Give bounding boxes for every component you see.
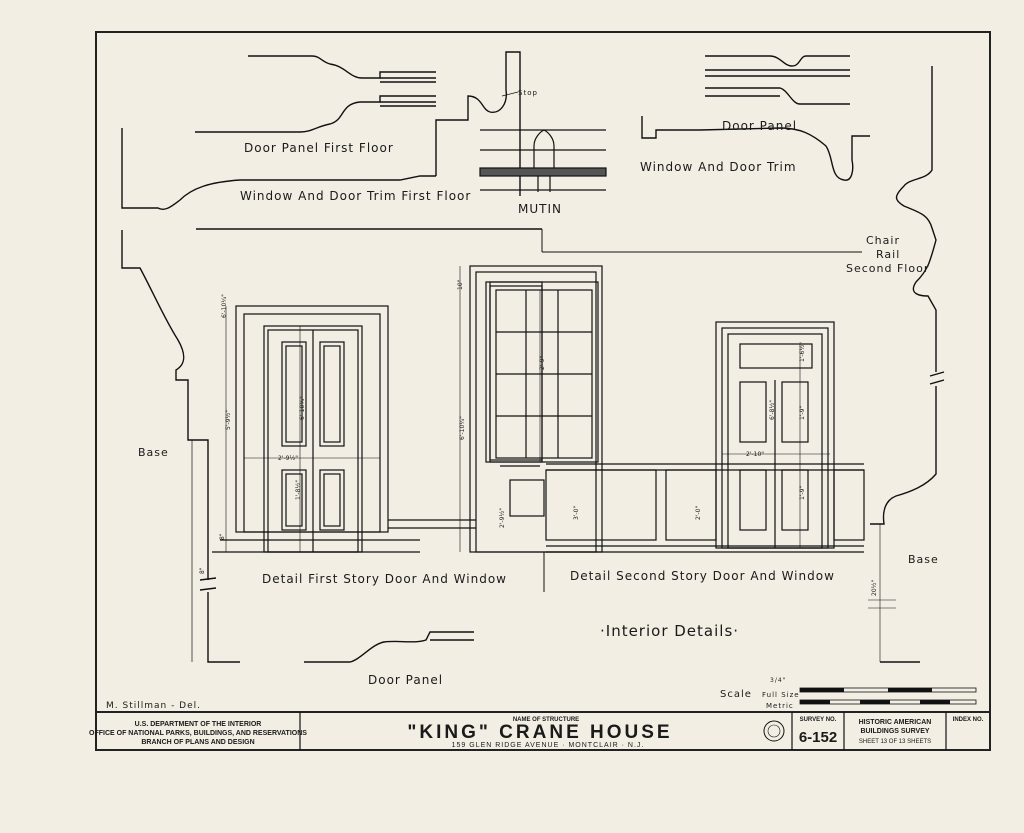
survey-no: 6-152 xyxy=(799,729,837,746)
label-base-left: Base xyxy=(138,446,169,459)
dim-text: 2'-9" xyxy=(539,356,546,370)
dim-text: 6'-10¼" xyxy=(221,294,228,318)
label-scale-fraction: 3/4" xyxy=(770,677,786,684)
label-second-floor: Second Floor xyxy=(846,262,929,275)
label-door-panel-lower: Door Panel xyxy=(368,673,443,687)
dim-text: 2'-9½" xyxy=(499,508,506,528)
dim-text: 2'-9½" xyxy=(278,455,298,462)
structure-address: 159 GLEN RIDGE AVENUE · MONTCLAIR · N.J. xyxy=(452,742,645,749)
agency-line-2: OFFICE OF NATIONAL PARKS, BUILDINGS, AND… xyxy=(89,730,307,737)
label-door-panel-first-floor: Door Panel First Floor xyxy=(244,141,394,155)
second-story-door-elevation xyxy=(715,321,835,549)
second-story-wainscot xyxy=(545,463,865,553)
habs-line-1: HISTORIC AMERICAN xyxy=(859,719,932,726)
label-interior-details: ·Interior Details· xyxy=(600,622,739,640)
label-chair: Chair xyxy=(866,234,900,247)
chair-rail-profile xyxy=(870,66,945,525)
dim-text: 1'-9" xyxy=(799,406,806,420)
label-scale-fullsize: Full Size xyxy=(762,691,800,699)
mutin-section xyxy=(479,129,607,192)
title-block: U.S. DEPARTMENT OF THE INTERIOR OFFICE O… xyxy=(89,712,984,750)
agency-line-1: U.S. DEPARTMENT OF THE INTERIOR xyxy=(135,721,262,728)
dim-text: 10" xyxy=(457,279,464,290)
dim-text: 5'-9½" xyxy=(225,410,232,430)
scale-bars: Scale Full Size Metric 3/4" xyxy=(720,677,977,710)
door-panel-lower-profile xyxy=(304,631,474,663)
dim-text: 6'-10¾" xyxy=(299,396,306,420)
name-of-structure-label: NAME OF STRUCTURE xyxy=(513,717,579,723)
base-left-profile xyxy=(121,230,240,663)
dim-text: 2'-0" xyxy=(695,506,702,520)
agency-line-3: BRANCH OF PLANS AND DESIGN xyxy=(141,739,254,746)
structure-name: "KING" CRANE HOUSE xyxy=(407,722,672,743)
label-window-door-trim-first-floor: Window And Door Trim First Floor xyxy=(240,189,471,203)
first-story-door-elevation xyxy=(212,305,476,553)
label-door-panel-upper: Door Panel xyxy=(722,119,797,133)
door-panel-upper-profile xyxy=(705,55,850,105)
dim-text: 1'-8½" xyxy=(295,480,302,500)
window-door-trim-first-floor-profile xyxy=(121,51,521,210)
dim-text: 1'-9" xyxy=(799,486,806,500)
dim-text: 2'-10" xyxy=(746,451,764,458)
dim-text: 1'-6½" xyxy=(799,342,806,362)
habs-line-2: BUILDINGS SURVEY xyxy=(860,728,929,735)
label-delineator: M. Stillman - Del. xyxy=(106,701,201,711)
dim-text: 20½" xyxy=(871,580,878,596)
label-stop: Stop xyxy=(518,89,538,97)
label-scale-metric: Metric xyxy=(766,702,794,710)
window-door-trim-profile xyxy=(641,116,870,181)
survey-no-label: SURVEY NO. xyxy=(800,717,837,723)
sheet-number: SHEET 13 OF 13 SHEETS xyxy=(859,739,931,745)
label-detail-second-story: Detail Second Story Door And Window xyxy=(570,569,835,583)
label-rail: Rail xyxy=(876,248,900,261)
label-base-right: Base xyxy=(908,553,939,566)
seal-icon xyxy=(763,720,785,742)
dim-text: 8" xyxy=(199,567,206,574)
dim-text: 8" xyxy=(219,533,226,540)
label-scale: Scale xyxy=(720,689,752,700)
sheet-border xyxy=(95,31,991,751)
dim-text: 3'-0" xyxy=(573,506,580,520)
index-no-label: INDEX NO. xyxy=(953,717,984,723)
dimension-lines xyxy=(225,266,896,662)
label-window-door-trim: Window And Door Trim xyxy=(640,160,797,174)
second-story-window-elevation xyxy=(489,281,599,463)
door-panel-first-floor-profile xyxy=(195,55,436,133)
label-mutin: MUTIN xyxy=(518,202,562,216)
label-detail-first-story: Detail First Story Door And Window xyxy=(262,572,507,586)
dim-text: 6'-8½" xyxy=(769,400,776,420)
dim-text: 6'-10¼" xyxy=(459,416,466,440)
